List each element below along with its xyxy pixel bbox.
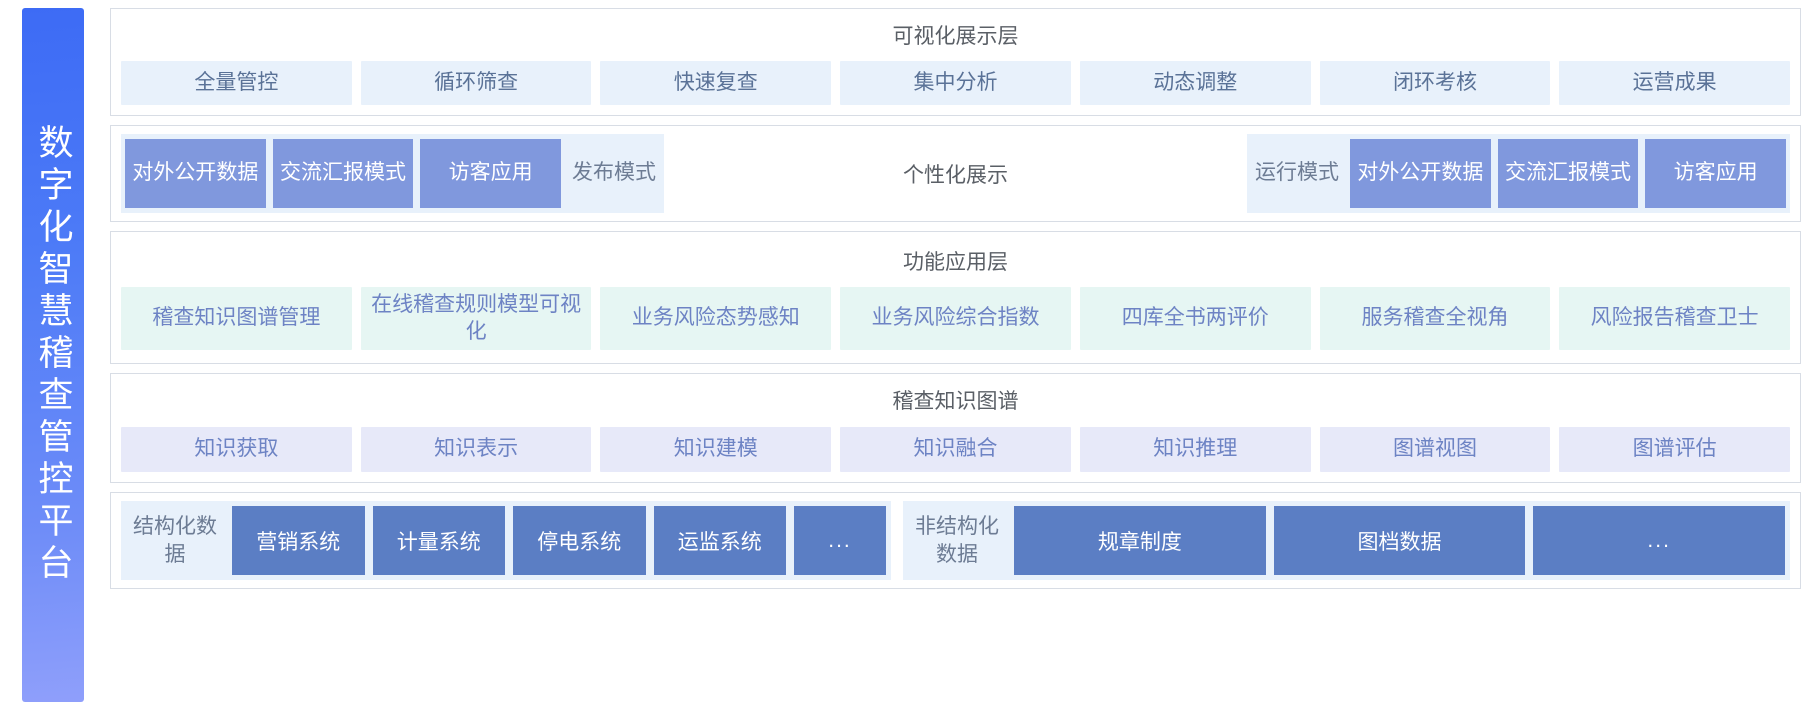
chip-public-data-right[interactable]: 对外公开数据 — [1350, 139, 1491, 208]
publish-mode-group: 对外公开数据 交流汇报模式 访客应用 发布模式 — [121, 134, 664, 213]
chip-dongtai-tiaozheng[interactable]: 动态调整 — [1079, 61, 1311, 106]
unstructured-data-group: 非结构化数据 规章制度 图档数据 ... — [903, 501, 1790, 580]
chip-risk-situation-awareness[interactable]: 业务风险态势感知 — [600, 287, 832, 351]
chip-structured-more[interactable]: ... — [794, 506, 886, 575]
chip-xunhuan-shaicha[interactable]: 循环筛查 — [360, 61, 592, 106]
chip-regulations[interactable]: 规章制度 — [1014, 506, 1266, 575]
chip-knowledge-acquisition[interactable]: 知识获取 — [121, 426, 352, 472]
chip-knowledge-modeling[interactable]: 知识建模 — [600, 426, 832, 472]
personalized-display-label: 个性化展示 — [664, 134, 1247, 213]
chip-knowledge-reasoning[interactable]: 知识推理 — [1079, 426, 1311, 472]
structured-data-label: 结构化数据 — [133, 515, 217, 566]
chip-metering-system[interactable]: 计量系统 — [372, 506, 505, 575]
chip-risk-composite-index[interactable]: 业务风险综合指数 — [840, 287, 1071, 351]
chip-marketing-system[interactable]: 营销系统 — [232, 506, 365, 575]
chip-online-rule-model-visual[interactable]: 在线稽查规则模型可视化 — [360, 287, 592, 351]
layer-personalized-display: 对外公开数据 交流汇报模式 访客应用 发布模式 个性化展示 运行模式 对外公开数… — [110, 125, 1801, 222]
chip-yunying-chengguo[interactable]: 运营成果 — [1559, 61, 1791, 106]
chip-sikuquanshu-evaluation[interactable]: 四库全书两评价 — [1079, 287, 1311, 351]
chip-graph-view[interactable]: 图谱视图 — [1319, 426, 1551, 472]
layer-knowledge-graph-chips: 知识获取 知识表示 知识建模 知识融合 知识推理 图谱视图 图谱评估 — [121, 426, 1791, 472]
platform-title: 数字化智慧稽查管控平台 — [33, 124, 73, 586]
layer-functional-application: 功能应用层 稽查知识图谱管理 在线稽查规则模型可视化 业务风险态势感知 业务风险… — [110, 231, 1801, 364]
chip-visitor-app-left[interactable]: 访客应用 — [420, 139, 562, 208]
layer-knowledge-graph-title: 稽查知识图谱 — [892, 390, 1019, 414]
chip-public-data-left[interactable]: 对外公开数据 — [125, 139, 266, 208]
chip-visitor-app-right[interactable]: 访客应用 — [1645, 139, 1787, 208]
unstructured-data-label: 非结构化数据 — [915, 515, 999, 566]
chip-operation-monitoring-system[interactable]: 运监系统 — [653, 506, 786, 575]
structured-data-group: 结构化数据 营销系统 计量系统 停电系统 运监系统 ... — [121, 501, 891, 580]
chip-bihuan-kaohe[interactable]: 闭环考核 — [1319, 61, 1551, 106]
layer-functional-application-chips: 稽查知识图谱管理 在线稽查规则模型可视化 业务风险态势感知 业务风险综合指数 四… — [121, 287, 1791, 351]
chip-risk-report-guard[interactable]: 风险报告稽查卫士 — [1559, 287, 1791, 351]
layer-visualization-title: 可视化展示层 — [892, 24, 1019, 48]
chip-unstructured-more[interactable]: ... — [1533, 506, 1786, 575]
chip-drawing-archive-data[interactable]: 图档数据 — [1273, 506, 1526, 575]
chip-service-audit-panorama[interactable]: 服务稽查全视角 — [1319, 287, 1551, 351]
chip-knowledge-representation[interactable]: 知识表示 — [360, 426, 592, 472]
runtime-mode-group: 运行模式 对外公开数据 交流汇报模式 访客应用 — [1247, 134, 1790, 213]
publish-mode-label: 发布模式 — [572, 161, 657, 185]
chip-report-mode-left[interactable]: 交流汇报模式 — [272, 139, 414, 208]
layer-stack: 可视化展示层 全量管控 循环筛查 快速复查 集中分析 动态调整 闭环考核 运营成… — [110, 8, 1801, 702]
chip-knowledge-fusion[interactable]: 知识融合 — [840, 426, 1071, 472]
platform-banner: 数字化智慧稽查管控平台 — [22, 8, 84, 702]
layer-functional-application-title: 功能应用层 — [903, 250, 1008, 274]
runtime-mode-label: 运行模式 — [1255, 161, 1339, 185]
chip-graph-evaluation[interactable]: 图谱评估 — [1559, 426, 1791, 472]
chip-report-mode-right[interactable]: 交流汇报模式 — [1497, 139, 1639, 208]
layer-knowledge-graph: 稽查知识图谱 知识获取 知识表示 知识建模 知识融合 知识推理 图谱视图 图谱评… — [110, 373, 1801, 483]
layer-visualization-chips: 全量管控 循环筛查 快速复查 集中分析 动态调整 闭环考核 运营成果 — [121, 61, 1791, 106]
chip-jizhong-fenxi[interactable]: 集中分析 — [840, 61, 1071, 106]
layer-data-source: 结构化数据 营销系统 计量系统 停电系统 运监系统 ... 非结构化数据 规章制… — [110, 492, 1801, 589]
layer-visualization: 可视化展示层 全量管控 循环筛查 快速复查 集中分析 动态调整 闭环考核 运营成… — [110, 8, 1801, 116]
chip-kg-management[interactable]: 稽查知识图谱管理 — [121, 287, 352, 351]
chip-outage-system[interactable]: 停电系统 — [513, 506, 646, 575]
chip-kuaisu-fucha[interactable]: 快速复查 — [600, 61, 832, 106]
chip-quanliang-guankong[interactable]: 全量管控 — [121, 61, 352, 106]
